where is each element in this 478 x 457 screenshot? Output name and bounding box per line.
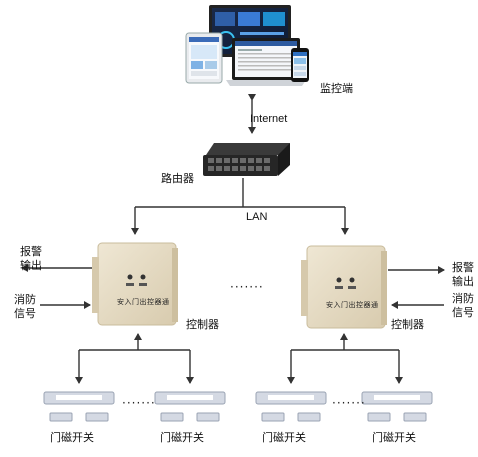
controller-panel-icon bbox=[301, 245, 387, 329]
internet-label: Internet bbox=[250, 113, 288, 125]
controller-panel-icon bbox=[92, 242, 178, 326]
ellipsis-left-switches: ······· bbox=[122, 396, 156, 410]
magnetic-sensor-icon bbox=[154, 391, 226, 422]
alarm-output-right-line2: 输出 bbox=[452, 275, 474, 288]
monitoring-devices bbox=[185, 5, 309, 86]
fire-signal-right-line2: 信号 bbox=[452, 306, 474, 319]
switch-label-3: 门磁开关 bbox=[262, 431, 306, 444]
monitor-label: 监控端 bbox=[320, 82, 353, 95]
panel-text-left: 安入门出控器通 bbox=[117, 298, 170, 306]
ellipsis-right-switches: ······· bbox=[332, 396, 366, 410]
fire-signal-left-line2: 信号 bbox=[14, 307, 36, 320]
controller-left-label: 控制器 bbox=[186, 318, 219, 331]
ellipsis-controllers: ······· bbox=[230, 280, 264, 294]
tablet-icon bbox=[185, 32, 223, 84]
phone-icon bbox=[291, 48, 309, 82]
controller-right-label: 控制器 bbox=[391, 318, 424, 331]
switch-label-4: 门磁开关 bbox=[372, 431, 416, 444]
magnetic-sensor-icon bbox=[43, 391, 115, 422]
alarm-output-right-line1: 报警 bbox=[452, 261, 474, 274]
panel-text-right: 安入门出控器通 bbox=[326, 301, 379, 309]
switch-label-2: 门磁开关 bbox=[160, 431, 204, 444]
switch-label-1: 门磁开关 bbox=[50, 431, 94, 444]
magnetic-sensor-icon bbox=[255, 391, 327, 422]
router-icon bbox=[203, 143, 290, 176]
alarm-output-left-line1: 报警 bbox=[20, 245, 42, 258]
fire-signal-right-line1: 消防 bbox=[452, 292, 474, 305]
alarm-output-left-line2: 输出 bbox=[20, 259, 42, 272]
magnetic-sensor-icon bbox=[361, 391, 433, 422]
fire-signal-left-line1: 消防 bbox=[14, 293, 36, 306]
lan-label: LAN bbox=[246, 211, 268, 223]
laptop-icon bbox=[226, 38, 306, 86]
router-label: 路由器 bbox=[161, 172, 194, 185]
